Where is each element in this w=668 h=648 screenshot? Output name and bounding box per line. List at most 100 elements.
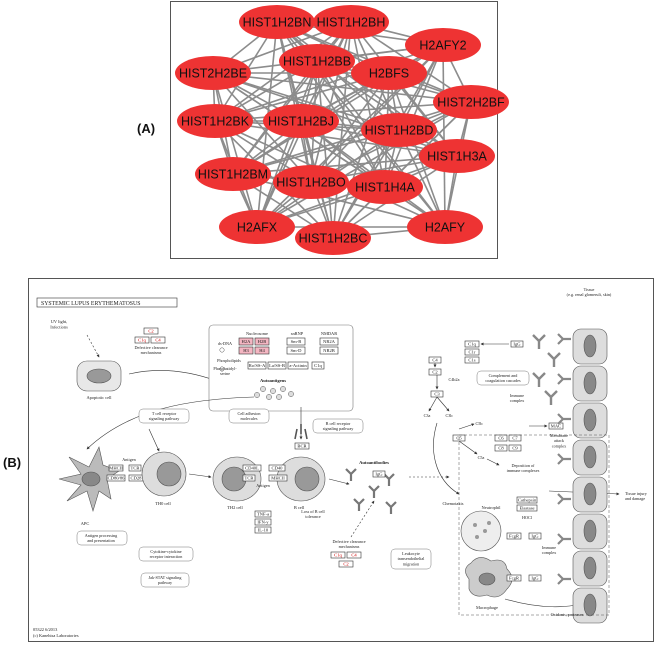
th2-nucleus (221, 466, 247, 492)
label-cd40l: CD40L (245, 466, 259, 471)
label-autoantigens: Autoantigens (260, 378, 286, 383)
network-node-shape (177, 104, 253, 138)
phospholipid-icon (219, 366, 225, 372)
kegg-arrow (350, 500, 375, 538)
kegg-arrow (188, 473, 212, 479)
label-c1q-r: C1q (468, 342, 476, 347)
label-c2-bot: C2 (343, 562, 349, 567)
neutrophil-granule (487, 521, 491, 525)
ap-pathway-box (76, 530, 128, 546)
box-c1q-box (311, 361, 325, 370)
box-h2a (238, 337, 254, 346)
box-c1s (464, 356, 480, 364)
network-node-label: HIST1H2BN (243, 16, 312, 30)
network-node-label: H2AFY (425, 221, 466, 235)
network-node-label: HIST1H2BK (181, 115, 250, 129)
label-tcr-path: T cell receptor (152, 411, 177, 416)
label-c1s: C1s (468, 358, 475, 363)
label-il10: IL-10 (258, 528, 269, 533)
network-node-hist1h2bn: HIST1H2BN (239, 5, 315, 39)
tissue-nucleus (583, 519, 597, 543)
label-leuko: transendothelial (398, 556, 426, 561)
network-node-hist1h2bc: HIST1H2BC (295, 221, 371, 255)
autoantigen-particle (260, 386, 266, 392)
label-th2: TH2 cell (227, 505, 243, 510)
network-node-label: HIST1H2BH (317, 16, 386, 30)
label-jak-path: pathway (158, 580, 173, 585)
network-node-label: HIST1H2BM (198, 168, 268, 182)
network-node-shape (419, 139, 495, 173)
network-node-hist1h3a: HIST1H3A (419, 139, 495, 173)
label-immune-complex: Immune (510, 393, 524, 398)
label-cd80: CD80/86 (108, 476, 126, 481)
label-th0: TH0 cell (155, 501, 171, 506)
network-edge (212, 72, 258, 228)
box-cd40 (268, 464, 286, 472)
panel-a-label: (A) (137, 121, 156, 136)
box-c1q-top (134, 336, 150, 344)
network-node-h2afx: H2AFX (219, 210, 295, 244)
label-antigen: Antigen (122, 457, 136, 462)
network-edge (256, 101, 472, 228)
box-h3 (238, 346, 254, 355)
label-apoptotic: Apoptotic cell (87, 395, 113, 400)
network-edge (232, 173, 446, 228)
leuko-pathway-box (390, 548, 432, 570)
neutrophil-shape (460, 510, 502, 552)
label-ap-path: Antigen processing (85, 533, 118, 538)
network-node-shape (273, 165, 349, 199)
autoantigen-particle (266, 394, 272, 400)
label-c1q-top: C1q (138, 338, 146, 343)
label-c7: C7 (512, 436, 518, 441)
macrophage-nucleus (478, 572, 496, 586)
label-la: La/SS-B (269, 363, 285, 368)
network-node-label: HIST1H2BJ (268, 115, 334, 129)
label-mac: MAC (551, 424, 561, 429)
neutrophil-granule (473, 523, 477, 527)
neutrophil-granule (475, 535, 479, 539)
antibody-icon (353, 498, 365, 511)
network-node-label: HIST1H3A (427, 150, 487, 164)
box-bcr (294, 442, 310, 450)
network-node-label: HIST2H2BF (437, 96, 505, 110)
tissue-antibody-icon (557, 373, 571, 385)
network-node-label: HIST1H2BO (276, 176, 346, 190)
label-defective-bot: Defective clearance (332, 539, 365, 544)
cyto-pathway-box (138, 546, 194, 562)
label-igg: IgG (375, 472, 383, 477)
label-tcr-path: signaling pathway (149, 416, 180, 421)
box-elastase (516, 504, 538, 512)
box-c1r (464, 348, 480, 356)
deposition-frame (458, 434, 610, 616)
kegg-arrow (486, 458, 500, 466)
label-compl: coagulation cascades (485, 378, 521, 383)
kegg-static-graphics (36, 297, 620, 624)
label-mhc2: MHCII (109, 466, 123, 471)
tissue-nucleus (583, 371, 597, 395)
label-nr2b: NR2B (323, 348, 335, 353)
ds-dna-icon (219, 347, 225, 353)
label-defective-bot: mechanisms (339, 544, 360, 549)
label-c5a: C5a (478, 455, 485, 460)
label-nucleosome: Nucleosome (246, 331, 268, 336)
label-elastase: Elastase (519, 506, 534, 511)
tissue-antibody-icon (557, 533, 571, 545)
label-h2a: H2A (242, 339, 252, 344)
label-ifng: IFN-y (257, 520, 269, 525)
network-edge (212, 72, 472, 103)
box-igg (372, 470, 386, 478)
label-uv: UV light, (51, 319, 68, 325)
network-node-shape (279, 44, 355, 78)
box-c1q-bot (330, 551, 346, 559)
label-tcr2: TCR (245, 476, 255, 481)
network-node-hist1h2bj: HIST1H2BJ (263, 104, 339, 138)
box-ifng (254, 518, 272, 526)
box-c1q-r (464, 340, 480, 348)
pathway-title: SYSTEMIC LUPUS ERYTHEMATOSUS (41, 301, 140, 307)
panel-b-label: (B) (3, 455, 22, 470)
kegg-arrow (436, 396, 450, 412)
label-oxidants: Oxidants, proteases (551, 612, 584, 618)
label-c9: C9 (512, 446, 518, 451)
